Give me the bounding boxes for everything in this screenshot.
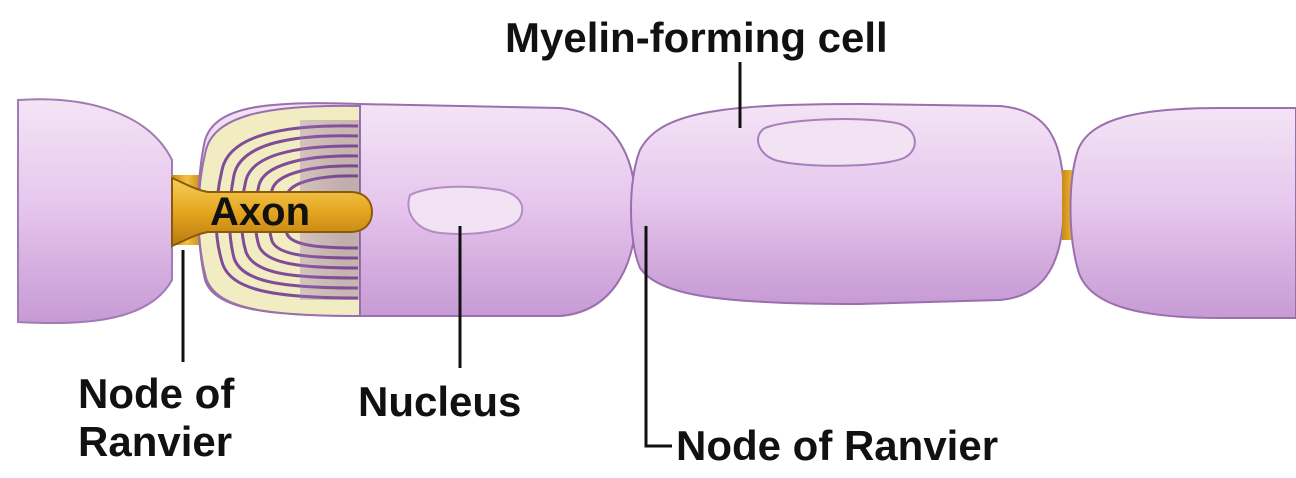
nucleus-label: Nucleus (358, 378, 521, 426)
nucleus-right (758, 119, 915, 166)
myelin-forming-cell-label: Myelin-forming cell (505, 14, 888, 62)
axon-label: Axon (210, 190, 310, 235)
myelin-segment-left (18, 99, 172, 323)
node-of-ranvier-left-label-line1: Node of (78, 370, 234, 418)
myelin-segment-far-right (1071, 108, 1296, 318)
nucleus-left (408, 187, 522, 234)
node-of-ranvier-left-label-line2: Ranvier (78, 418, 234, 466)
node-of-ranvier-left-label: Node of Ranvier (78, 370, 234, 466)
node-of-ranvier-right-label: Node of Ranvier (676, 422, 998, 470)
